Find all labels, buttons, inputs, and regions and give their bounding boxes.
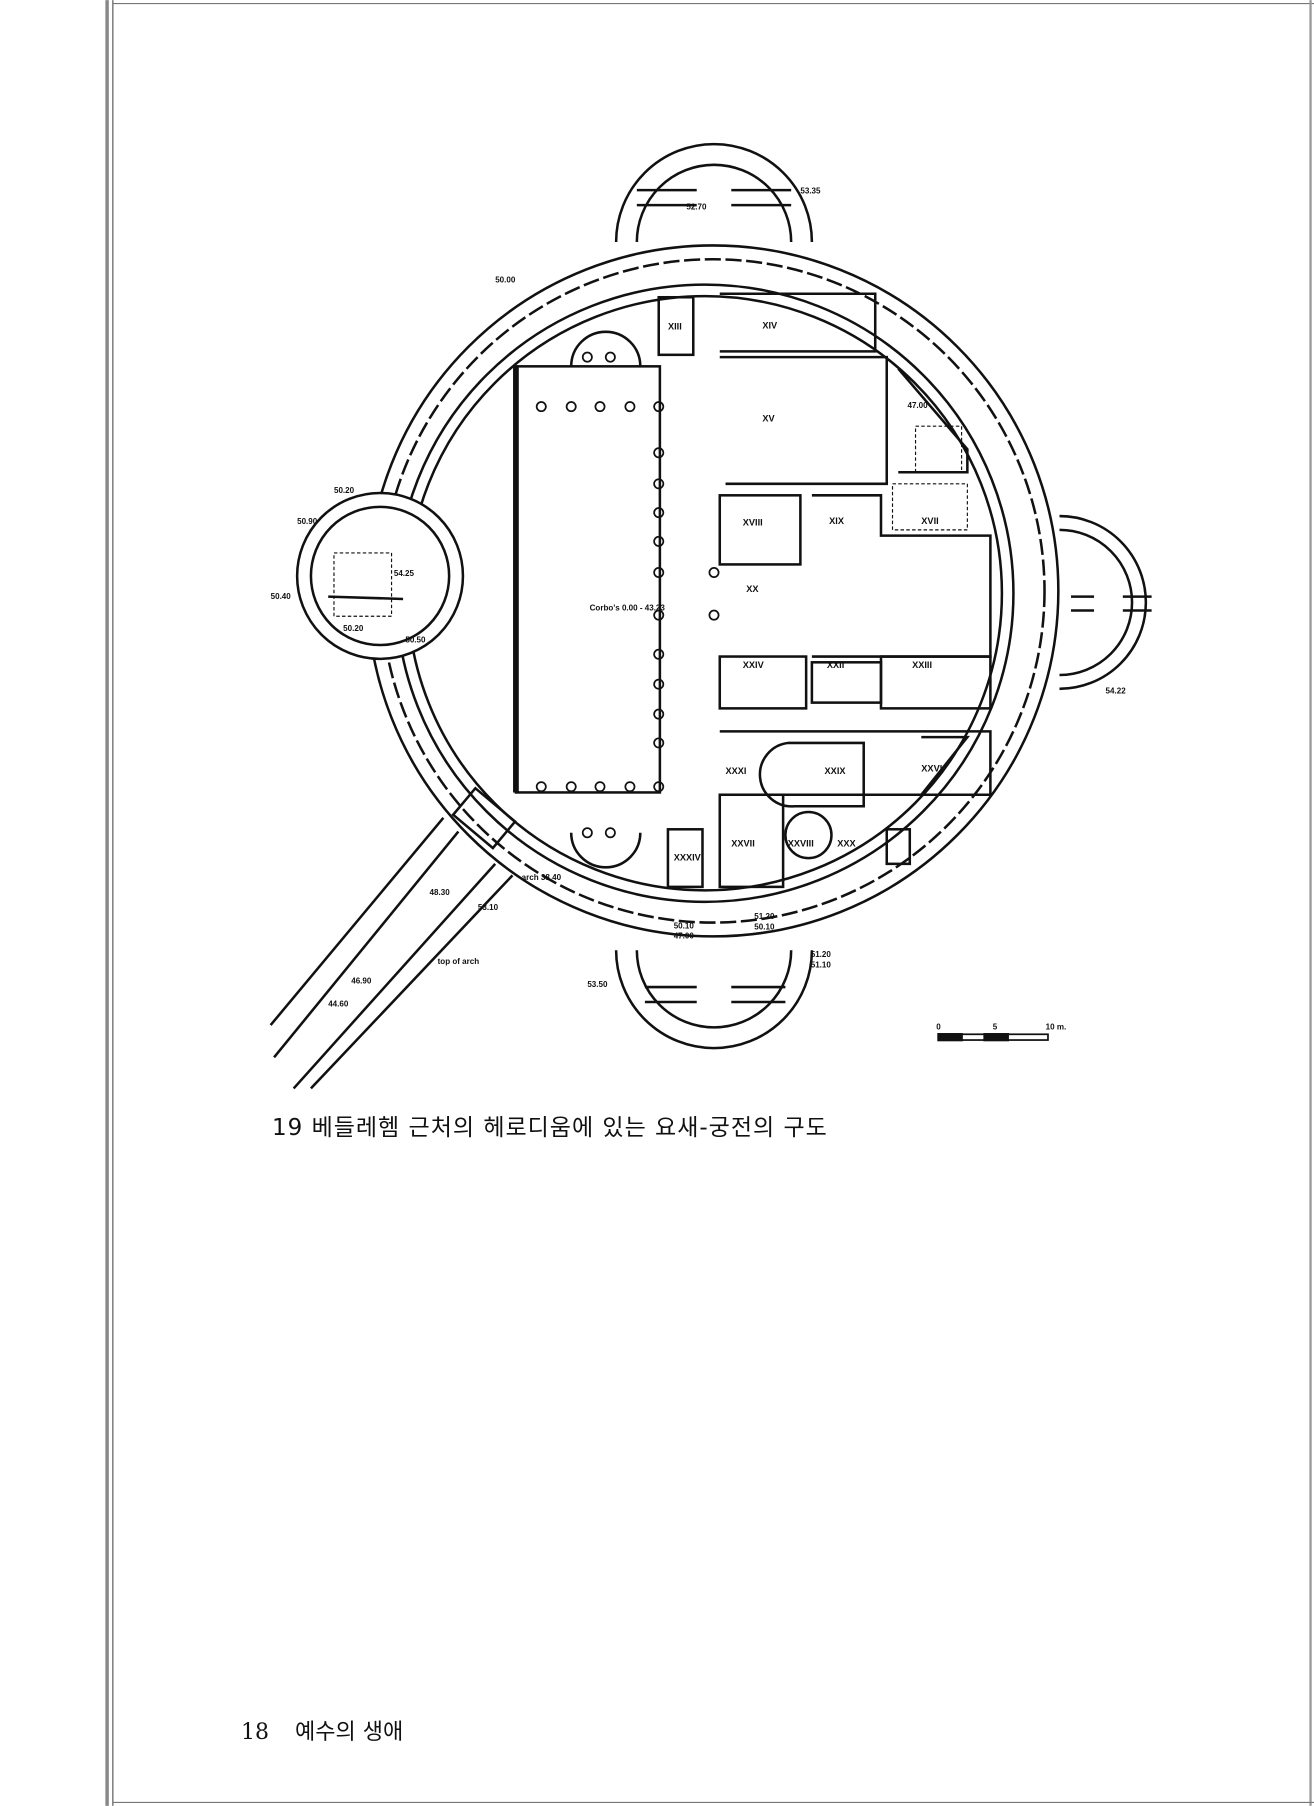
svg-text:Corbo's 0.00 - 43.23: Corbo's 0.00 - 43.23 [590, 603, 666, 612]
entrance-corridor [269, 786, 517, 1090]
scale-labels: 0 5 10 m. [936, 1023, 1066, 1032]
svg-text:XIII: XIII [668, 321, 682, 331]
svg-text:47.00: 47.00 [907, 401, 928, 410]
svg-text:arch 38.40: arch 38.40 [522, 873, 562, 882]
svg-text:XVII: XVII [921, 516, 938, 526]
svg-text:XXX: XXX [837, 839, 856, 849]
svg-text:50.10: 50.10 [674, 921, 695, 930]
svg-text:54.25: 54.25 [394, 569, 415, 578]
svg-text:52.70: 52.70 [686, 203, 707, 212]
svg-text:50.20: 50.20 [343, 624, 364, 633]
svg-text:XIX: XIX [829, 516, 845, 526]
svg-text:5: 5 [993, 1023, 998, 1032]
elevation-labels: 53.35 52.70 50.00 50.20 50.90 50.40 54.2… [271, 187, 1127, 1009]
svg-text:XXIV: XXIV [743, 660, 765, 670]
svg-text:XXXI: XXXI [726, 766, 747, 776]
svg-text:47.00: 47.00 [674, 932, 695, 941]
svg-text:XXIX: XXIX [825, 766, 847, 776]
svg-text:XX: XX [746, 584, 759, 594]
svg-text:50.50: 50.50 [405, 636, 426, 645]
svg-text:53.10: 53.10 [478, 903, 499, 912]
svg-text:44.60: 44.60 [328, 1000, 349, 1009]
north-tower [614, 142, 814, 242]
room-numbers: XIII XIV XV XVIII XIX XVII XX XXIV XXII … [668, 320, 942, 862]
svg-text:XV: XV [762, 414, 775, 424]
svg-text:XXII: XXII [827, 660, 844, 670]
svg-text:XXIII: XXIII [912, 660, 932, 670]
svg-text:XXVI: XXVI [921, 764, 942, 774]
svg-text:53.50: 53.50 [587, 980, 608, 989]
figure-caption: 19 베들레헴 근처의 헤로디움에 있는 요새-궁전의 구도 [272, 1115, 828, 1141]
svg-text:top of arch: top of arch [438, 957, 480, 966]
svg-text:51.20: 51.20 [811, 950, 832, 959]
svg-text:50.40: 50.40 [271, 592, 292, 601]
east-tower [1059, 514, 1148, 691]
svg-text:XIV: XIV [762, 320, 778, 330]
svg-text:50.20: 50.20 [334, 486, 355, 495]
svg-text:XXVIII: XXVIII [788, 839, 814, 849]
svg-text:XVIII: XVIII [743, 517, 763, 527]
svg-text:XXXIV: XXXIV [674, 852, 702, 862]
svg-text:0: 0 [936, 1023, 941, 1032]
south-tower [614, 950, 814, 1050]
svg-text:XXVII: XXVII [731, 839, 755, 849]
svg-text:50.00: 50.00 [495, 275, 516, 284]
svg-text:10 m.: 10 m. [1046, 1023, 1067, 1032]
svg-text:46.90: 46.90 [351, 977, 372, 986]
svg-text:51.10: 51.10 [811, 960, 832, 969]
svg-text:53.35: 53.35 [800, 187, 821, 196]
svg-text:51.20: 51.20 [754, 912, 775, 921]
page-number: 18 [241, 1720, 269, 1745]
scale-bar [937, 1033, 1049, 1042]
page-footer: 18 예수의 생애 [241, 1714, 429, 1746]
floor-plan [269, 142, 1152, 1090]
svg-text:48.30: 48.30 [430, 888, 451, 897]
book-title: 예수의 생애 [295, 1720, 404, 1745]
svg-text:50.10: 50.10 [754, 922, 775, 931]
svg-text:50.90: 50.90 [297, 517, 318, 526]
west-tower [295, 491, 465, 661]
svg-text:54.22: 54.22 [1106, 686, 1127, 695]
